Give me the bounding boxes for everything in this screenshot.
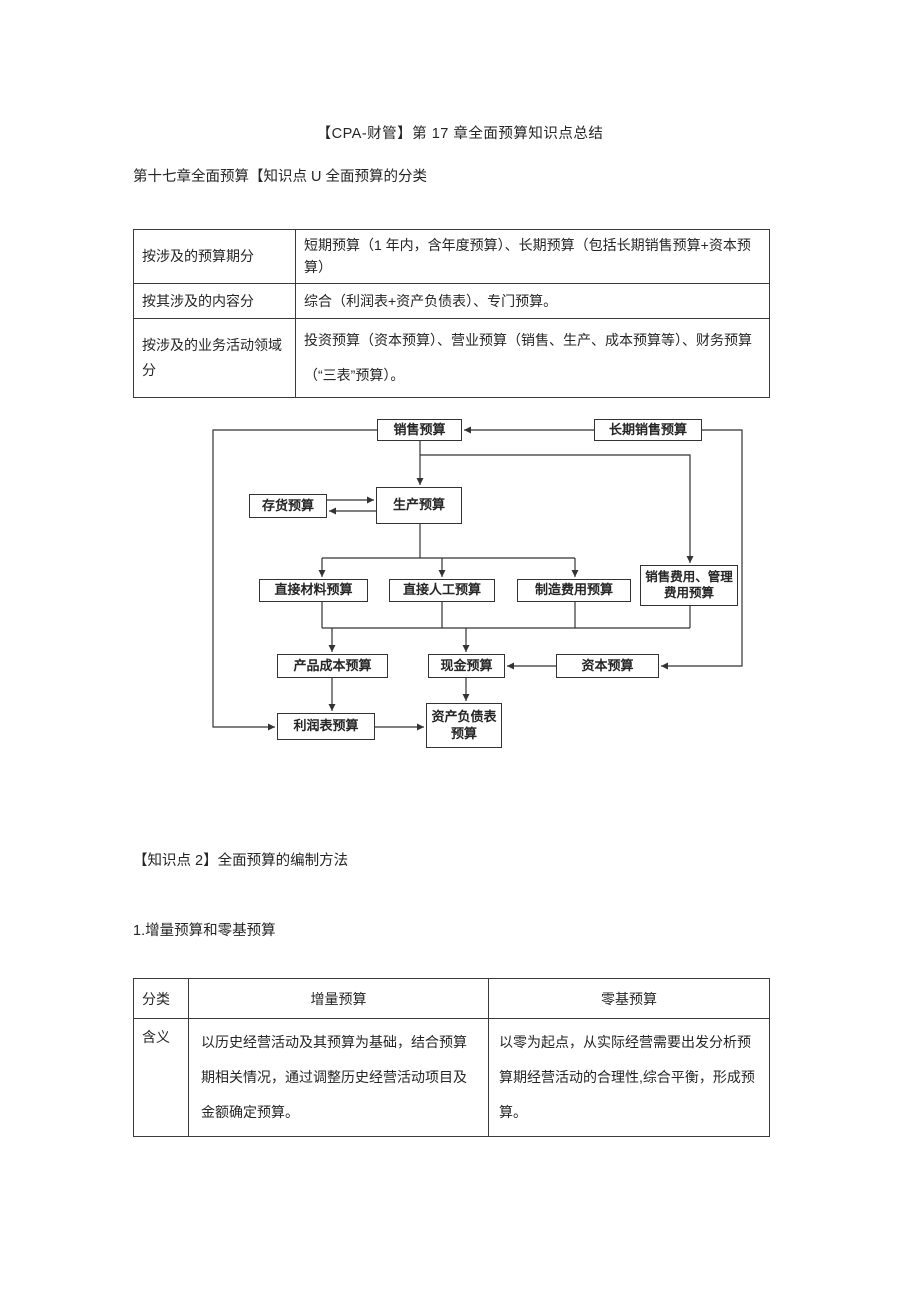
row-label: 按其涉及的内容分	[133, 282, 296, 319]
flow-box-inventory-budget: 存货预算	[249, 494, 327, 518]
row-label: 按涉及的预算期分	[133, 229, 296, 284]
flow-box-balance-sheet-budget: 资产负债表预算	[426, 703, 502, 748]
table-row: 含义 以历史经营活动及其预算为基础，结合预算期相关情况，通过调整历史经营活动项目…	[133, 1018, 770, 1137]
row-content: 综合（利润表+资产负债表）、专门预算。	[295, 282, 770, 319]
flow-box-product-cost-budget: 产品成本预算	[277, 654, 388, 678]
budget-method-table: 分类 增量预算 零基预算 含义 以历史经营活动及其预算为基础，结合预算期相关情况…	[133, 978, 770, 1137]
table-row: 按涉及的业务活动领域分 投资预算（资本预算）、营业预算（销售、生产、成本预算等）…	[133, 317, 770, 398]
flow-box-capital-budget: 资本预算	[556, 654, 659, 678]
zero-based-definition: 以零为起点，从实际经营需要出发分析预算期经营活动的合理性,综合平衡，形成预算。	[488, 1018, 770, 1137]
flow-box-sales-budget: 销售预算	[377, 419, 462, 441]
section1-heading: 第十七章全面预算【知识点 U 全面预算的分类	[133, 169, 428, 185]
table-row: 按其涉及的内容分 综合（利润表+资产负债表）、专门预算。	[133, 282, 770, 319]
header-zero-based-budget: 零基预算	[488, 978, 770, 1019]
flow-box-manufacturing-overhead-budget: 制造费用预算	[517, 579, 631, 602]
row-content: 短期预算（1 年内，含年度预算）、长期预算（包括长期销售预算+资本预算）	[295, 229, 770, 284]
table-row: 按涉及的预算期分 短期预算（1 年内，含年度预算）、长期预算（包括长期销售预算+…	[133, 229, 770, 284]
header-incremental-budget: 增量预算	[188, 978, 489, 1019]
incremental-definition: 以历史经营活动及其预算为基础，结合预算期相关情况，通过调整历史经营活动项目及金额…	[188, 1018, 489, 1137]
flow-box-cash-budget: 现金预算	[428, 654, 505, 678]
row-label: 按涉及的业务活动领域分	[133, 317, 296, 398]
flow-box-direct-materials-budget: 直接材料预算	[259, 579, 368, 602]
flow-box-income-statement-budget: 利润表预算	[277, 713, 375, 740]
flow-box-long-term-sales-budget: 长期销售预算	[594, 419, 702, 441]
header-category: 分类	[133, 978, 189, 1019]
section2-heading: 【知识点 2】全面预算的编制方法	[133, 853, 349, 869]
flow-box-production-budget: 生产预算	[376, 487, 462, 524]
flow-box-direct-labor-budget: 直接人工预算	[389, 579, 495, 602]
document-title: 【CPA-财管】第 17 章全面预算知识点总结	[316, 126, 604, 142]
row-content: 投资预算（资本预算）、营业预算（销售、生产、成本预算等）、财务预算（“三表”预算…	[295, 317, 770, 398]
row-label: 含义	[133, 1018, 189, 1137]
flow-box-selling-admin-expense-budget: 销售费用、管理费用预算	[640, 565, 738, 606]
table-header-row: 分类 增量预算 零基预算	[133, 978, 770, 1019]
budget-classification-table: 按涉及的预算期分 短期预算（1 年内，含年度预算）、长期预算（包括长期销售预算+…	[133, 229, 770, 398]
section2-subheading: 1.增量预算和零基预算	[133, 923, 276, 939]
